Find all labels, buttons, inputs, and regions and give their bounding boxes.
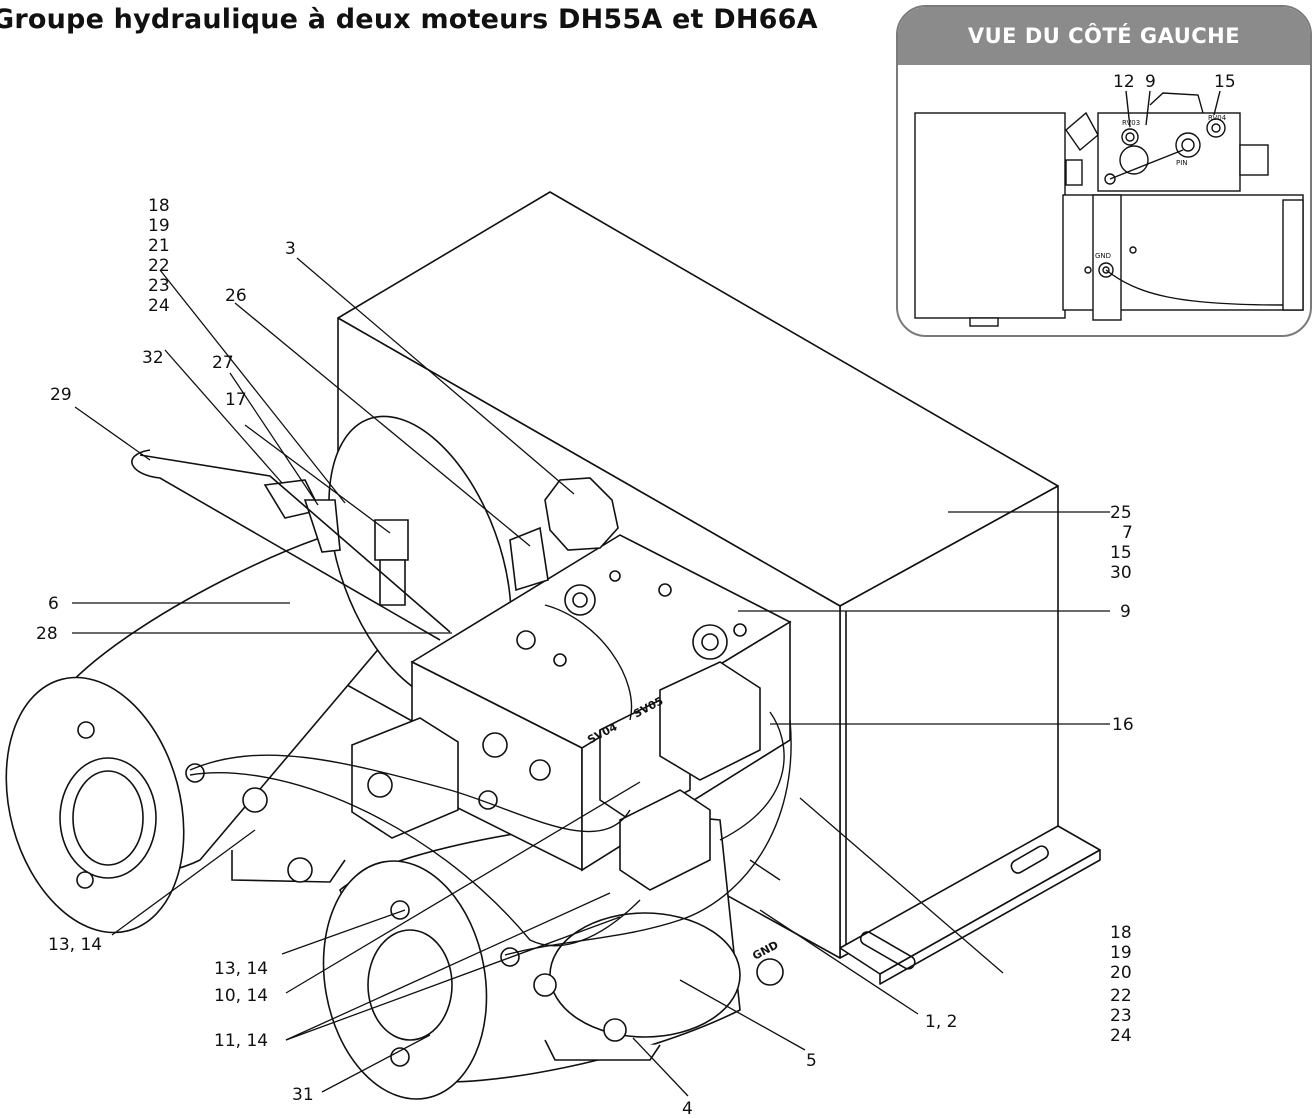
wiring-harness [189, 604, 792, 956]
callout-6: 6 [48, 594, 59, 614]
inset-callout-9: 9 [1145, 72, 1156, 92]
callout-24: 24 [148, 296, 170, 316]
callout-26: 26 [225, 286, 247, 306]
inset-callout-15: 15 [1214, 72, 1236, 92]
callout-19b: 19 [1110, 943, 1132, 963]
inset-illustration: 12 9 15 RV03 RV04 PIN GND [914, 72, 1304, 327]
callout-13-14-a: 13, 14 [48, 935, 102, 955]
callout-11-14: 11, 14 [214, 1031, 268, 1051]
callout-13-14-b: 13, 14 [214, 959, 268, 979]
callout-16: 16 [1112, 715, 1134, 735]
callout-17: 17 [225, 390, 247, 410]
callout-23b: 23 [1110, 1006, 1132, 1026]
inset-rv03-stencil: RV03 [1122, 119, 1140, 127]
callout-27: 27 [212, 353, 234, 373]
callout-4: 4 [682, 1099, 693, 1118]
callout-1-2: 1, 2 [925, 1012, 957, 1032]
callout-31: 31 [292, 1085, 314, 1105]
callout-29: 29 [50, 385, 72, 405]
callout-19: 19 [148, 216, 170, 236]
callout-22: 22 [148, 256, 170, 276]
callout-23: 23 [148, 276, 170, 296]
callout-9: 9 [1120, 602, 1131, 622]
callout-21: 21 [148, 236, 170, 256]
callout-7: 7 [1122, 523, 1133, 543]
callout-22b: 22 [1110, 986, 1132, 1006]
inset-gnd-stencil: GND [1095, 252, 1111, 260]
callout-32: 32 [142, 348, 164, 368]
page-title: Groupe hydraulique à deux moteurs DH55A … [0, 4, 818, 35]
callout-10-14: 10, 14 [214, 986, 268, 1006]
callout-30: 30 [1110, 563, 1132, 583]
callout-18: 18 [148, 196, 170, 216]
inset-callout-12: 12 [1113, 72, 1135, 92]
callout-24b: 24 [1110, 1026, 1132, 1046]
left-side-view-inset: VUE DU CÔTÉ GAUCHE [896, 5, 1312, 337]
inset-pin-stencil: PIN [1176, 159, 1188, 167]
callout-3: 3 [285, 239, 296, 259]
solenoid-valves [351, 661, 761, 891]
leader-lines [72, 257, 1110, 1097]
pump-brackets [231, 787, 784, 1061]
inset-rv04-stencil: RV04 [1208, 114, 1227, 122]
inset-header: VUE DU CÔTÉ GAUCHE [898, 7, 1310, 65]
callout-25: 25 [1110, 503, 1132, 523]
callout-5: 5 [806, 1051, 817, 1071]
handle-29 [131, 449, 451, 641]
callout-28: 28 [36, 624, 58, 644]
callout-15: 15 [1110, 543, 1132, 563]
callout-18b: 18 [1110, 923, 1132, 943]
callout-20: 20 [1110, 963, 1132, 983]
breather-cap [263, 477, 619, 606]
